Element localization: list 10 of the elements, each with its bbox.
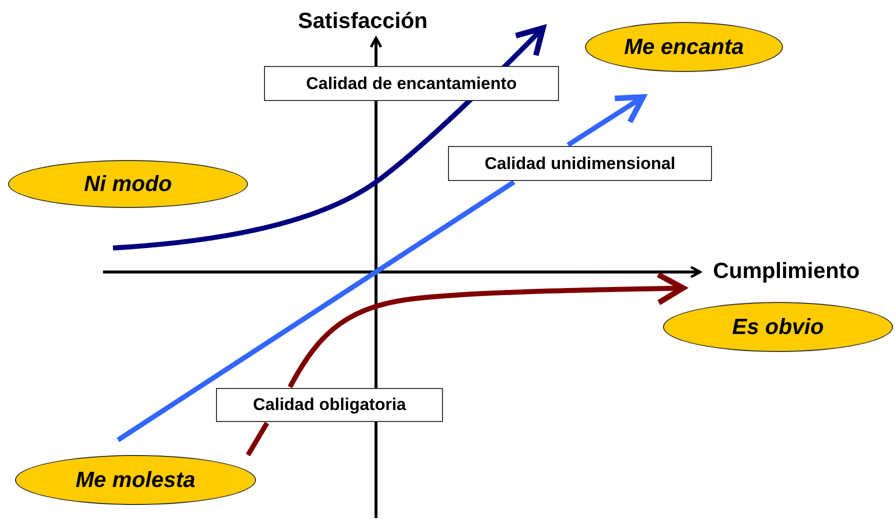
category-ellipse: Me encanta	[585, 22, 783, 72]
label-box: Calidad obligatoria	[216, 388, 443, 422]
arrow	[288, 272, 686, 388]
axis-title: Satisfacción	[298, 8, 428, 34]
category-ellipse: Ni modo	[8, 160, 248, 208]
category-ellipse: Me molesta	[15, 455, 256, 505]
label-box: Calidad unidimensional	[448, 146, 712, 181]
axis-title: Cumplimiento	[713, 258, 860, 284]
label-box: Calidad de encantamiento	[264, 66, 559, 101]
category-ellipse: Es obvio	[663, 302, 893, 352]
